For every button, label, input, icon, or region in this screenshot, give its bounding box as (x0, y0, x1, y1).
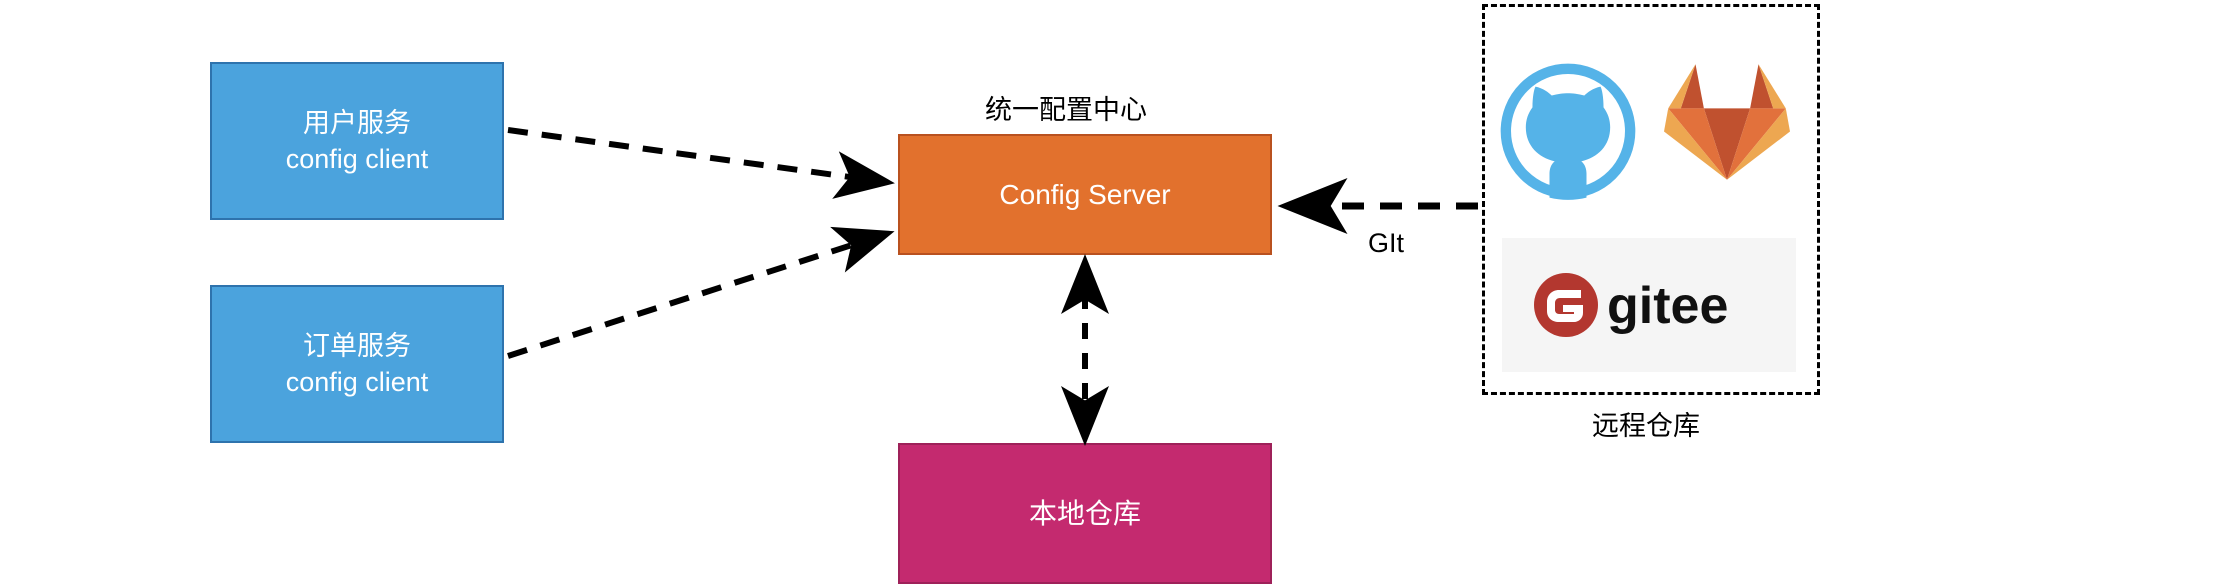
remote-repository-caption: 远程仓库 (1592, 411, 1700, 441)
node-order-service-line1: 订单服务 (303, 330, 411, 361)
node-config-server-label: Config Server (999, 178, 1171, 210)
gitlab-logo (1664, 62, 1790, 180)
edge-user-to-config (507, 127, 895, 199)
gitee-logo: gitee (1502, 238, 1796, 372)
edge-label-git: GIt (1368, 228, 1405, 258)
node-user-service-line2: config client (285, 144, 429, 174)
config-center-title: 统一配置中心 (985, 95, 1147, 125)
node-config-server[interactable]: Config Server (898, 134, 1272, 255)
edge-order-to-config (507, 226, 895, 359)
node-local-repository[interactable]: 本地仓库 (898, 443, 1272, 584)
remote-repository-group (1482, 4, 1820, 395)
node-order-service-line2: config client (285, 367, 429, 397)
node-user-service-line1: 用户服务 (303, 107, 411, 138)
svg-text:gitee: gitee (1607, 277, 1728, 335)
github-logo (1494, 57, 1642, 205)
node-order-service[interactable]: 订单服务 config client (210, 285, 504, 443)
node-user-service[interactable]: 用户服务 config client (210, 62, 504, 220)
node-local-repository-label: 本地仓库 (1028, 497, 1141, 529)
